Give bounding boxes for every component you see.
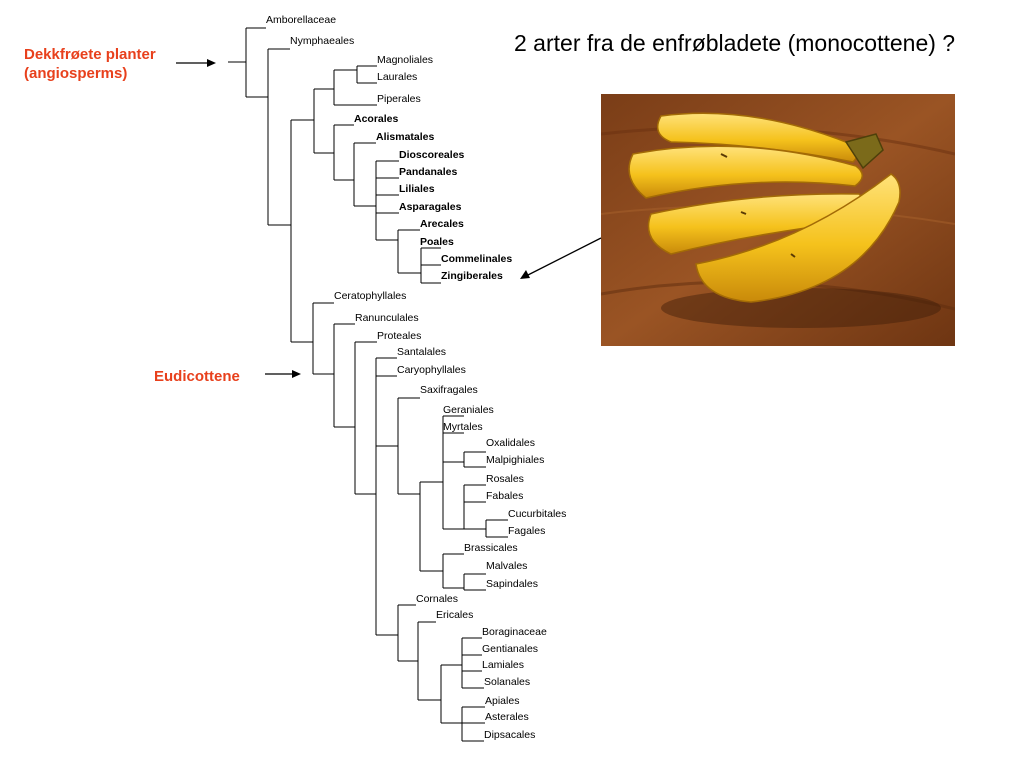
taxon-label: Cornales [416,593,458,605]
taxon-label: Ericales [436,609,473,621]
taxon-label: Piperales [377,93,421,105]
eudicots-arrowhead-icon [292,370,301,378]
taxon-label: Pandanales [399,166,458,178]
taxon-label: Cucurbitales [508,508,566,520]
taxon-label: Zingiberales [441,270,503,282]
taxon-label: Nymphaeales [290,35,354,47]
eudicots-callout: Eudicottene [154,368,240,385]
angiosperms-arrowhead-icon [207,59,216,67]
taxon-label: Asterales [485,711,529,723]
banana-photo [601,94,955,346]
taxon-label: Dioscoreales [399,149,465,161]
taxon-label: Lamiales [482,659,524,671]
taxon-label: Geraniales [443,404,494,416]
angiosperms-callout: Dekkfrøete planter (angiosperms) [24,45,156,83]
taxon-label: Laurales [377,71,417,83]
angiosperms-callout-line2: (angiosperms) [24,65,128,82]
taxon-label: Brassicales [464,542,518,554]
taxon-label: Fabales [486,490,523,502]
angiosperms-callout-line1: Dekkfrøete planter [24,46,156,63]
taxon-label: Myrtales [443,421,483,433]
taxon-label: Proteales [377,330,421,342]
taxon-label: Apiales [485,695,519,707]
taxon-label: Acorales [354,113,399,125]
taxon-label: Commelinales [441,253,512,265]
taxon-label: Oxalidales [486,437,535,449]
taxon-label: Caryophyllales [397,364,466,376]
taxon-label: Malpighiales [486,454,544,466]
taxon-label: Magnoliales [377,54,433,66]
taxon-label: Santalales [397,346,446,358]
taxon-label: Poales [420,236,454,248]
taxon-label: Saxifragales [420,384,478,396]
taxon-label: Amborellaceae [266,14,336,26]
taxon-label: Boraginaceae [482,626,547,638]
banana-top [656,112,859,163]
banana-bunch-photo-icon [601,94,955,346]
taxon-label: Dipsacales [484,729,535,741]
taxon-label: Fagales [508,525,545,537]
taxon-label: Sapindales [486,578,538,590]
taxon-label: Solanales [484,676,530,688]
taxon-label: Malvales [486,560,527,572]
banana-pointer-arrow-icon [525,237,602,277]
taxon-label: Asparagales [399,201,462,213]
taxon-label: Arecales [420,218,464,230]
taxon-label: Ranunculales [355,312,419,324]
taxon-label: Alismatales [376,131,435,143]
banana-stems [844,133,884,170]
banana-front [695,173,901,303]
banana-second [628,145,863,199]
taxon-label: Gentianales [482,643,538,655]
taxon-label: Ceratophyllales [334,290,406,302]
taxon-label: Rosales [486,473,524,485]
banana-pointer-arrowhead-icon [520,270,530,279]
taxon-label: Liliales [399,183,435,195]
question-title: 2 arter fra de enfrøbladete (monocottene… [514,30,956,56]
